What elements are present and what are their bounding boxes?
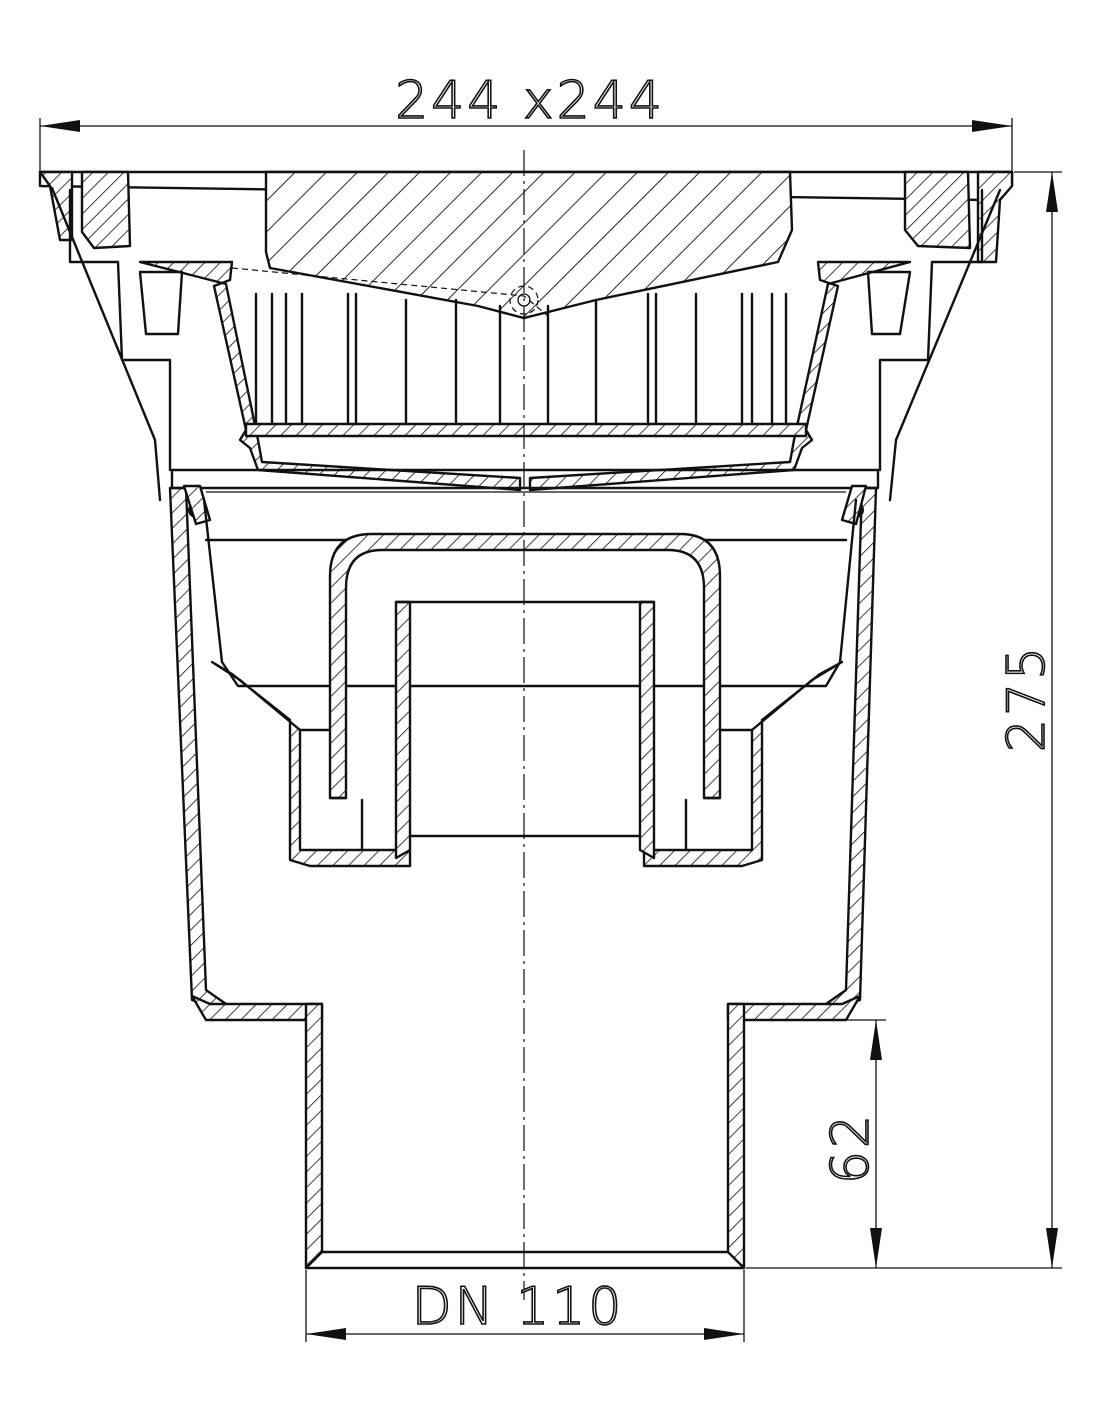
dimension-top-width-label: 244 x244 — [395, 71, 665, 131]
top-frame — [38, 170, 1014, 502]
dimension-spigot-length-label: 62 — [821, 1112, 881, 1184]
trap-insert — [202, 498, 858, 868]
dimension-total-height — [746, 171, 1062, 1269]
outlet-spigot — [304, 1002, 746, 1270]
dimension-total-height-label: 275 — [997, 644, 1057, 752]
drain-body — [168, 468, 880, 1022]
grating-block — [264, 170, 794, 320]
dimension-outlet-diameter — [305, 1270, 745, 1342]
sludge-basket — [138, 260, 912, 492]
dimension-top-width — [39, 118, 1013, 172]
dimension-spigot-length — [846, 1019, 886, 1268]
dimension-outlet-diameter-label: DN 110 — [412, 1277, 625, 1337]
